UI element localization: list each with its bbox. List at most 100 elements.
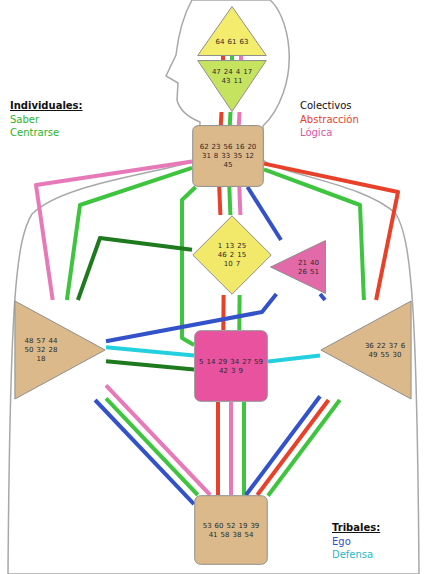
gate-number: 47 xyxy=(212,68,221,76)
gate-number: 51 xyxy=(310,268,319,276)
gate-number: 49 xyxy=(369,351,378,359)
channel-line xyxy=(268,356,320,362)
gate-number: 52 xyxy=(227,522,236,530)
gate-number: 42 xyxy=(219,367,228,375)
channel-line xyxy=(106,385,210,495)
gate-number: 58 xyxy=(221,531,230,539)
channel-line xyxy=(106,361,194,369)
center-outline xyxy=(320,300,412,400)
channel-line xyxy=(216,402,220,495)
throat-center: 622356162031833351245 xyxy=(192,125,264,187)
channel-line xyxy=(239,187,240,215)
gate-number: 7 xyxy=(236,260,240,268)
spleen-center: 485744 50322818 xyxy=(14,300,106,400)
channel-line xyxy=(229,187,230,215)
gate-number: 17 xyxy=(243,68,252,76)
gate-number: 25 xyxy=(237,242,246,250)
gate-number: 10 xyxy=(224,260,233,268)
gate-number: 57 xyxy=(37,337,46,345)
gate-number: 35 xyxy=(233,152,242,160)
gate-number: 41 xyxy=(209,531,218,539)
gate-group: 3622376495530 xyxy=(320,300,412,400)
gate-number: 31 xyxy=(202,152,211,160)
channel-line xyxy=(182,187,196,345)
gate-number: 8 xyxy=(214,152,218,160)
circuit-label: Centrarse xyxy=(8,127,61,139)
g-center: 11325 46215 107 xyxy=(192,215,272,295)
circuit-label: Lógica xyxy=(298,127,334,139)
gate-number: 50 xyxy=(25,346,34,354)
channel-line xyxy=(219,187,220,215)
gate-number: 3 xyxy=(231,367,235,375)
gate-number: 36 xyxy=(365,342,374,350)
group-heading: Individuales: xyxy=(8,100,85,112)
channel-line xyxy=(268,400,340,496)
gate-group: 485744 50322818 xyxy=(14,300,106,400)
gate-number: 56 xyxy=(224,143,233,151)
gate-number: 30 xyxy=(392,351,401,359)
gate-number: 39 xyxy=(250,522,259,530)
gate-number: 53 xyxy=(203,522,212,530)
channel-line xyxy=(36,161,192,300)
channel-line xyxy=(257,400,328,495)
gate-number: 60 xyxy=(215,522,224,530)
gate-group: 11325 46215 107 xyxy=(192,215,272,295)
gate-number: 59 xyxy=(254,358,263,366)
gate-number: 23 xyxy=(212,143,221,151)
gate-number: 1 xyxy=(218,242,222,250)
gate-number: 15 xyxy=(237,251,246,259)
gate-group: 646163 xyxy=(197,6,267,56)
channel-line xyxy=(248,187,282,240)
gate-number: 37 xyxy=(389,342,398,350)
gate-number: 61 xyxy=(228,38,237,46)
center-outline xyxy=(270,240,326,294)
channel-line xyxy=(106,347,194,355)
solar-plexus-center: 3622376495530 xyxy=(320,300,412,400)
gate-number: 55 xyxy=(381,351,390,359)
gate-number: 34 xyxy=(230,358,239,366)
gate-number: 27 xyxy=(242,358,251,366)
gate-number: 14 xyxy=(206,358,215,366)
channel-line xyxy=(67,168,192,300)
gate-number: 32 xyxy=(37,346,46,354)
channel-line xyxy=(237,112,242,125)
channel-line xyxy=(95,400,194,504)
channel-line xyxy=(246,396,320,495)
sacral-center: 514293427594239 xyxy=(194,330,268,402)
channel-line xyxy=(239,56,243,60)
gate-number: 38 xyxy=(233,531,242,539)
gate-number: 46 xyxy=(218,251,227,259)
gate-number: 9 xyxy=(238,367,242,375)
circuit-label: Defensa xyxy=(330,549,375,561)
heart-center: 21402651 xyxy=(270,240,326,294)
channel-line xyxy=(228,112,233,125)
gate-number: 26 xyxy=(298,268,307,276)
gate-number: 44 xyxy=(48,337,57,345)
gate-number: 28 xyxy=(48,346,57,354)
gate-number: 4 xyxy=(236,68,240,76)
channel-line xyxy=(230,56,234,60)
channel-line xyxy=(106,398,198,495)
group-heading: Tribales: xyxy=(330,522,382,534)
center-outline xyxy=(197,6,267,56)
channel-line xyxy=(221,295,225,330)
gate-number: 16 xyxy=(235,143,244,151)
circuit-label: Saber xyxy=(8,114,41,126)
channel-line xyxy=(237,295,241,330)
channel-line xyxy=(78,238,192,300)
gate-number: 48 xyxy=(25,337,34,345)
gate-number: 63 xyxy=(239,38,248,46)
channel-line xyxy=(320,294,325,300)
channel-line xyxy=(242,402,246,495)
gate-number: 13 xyxy=(225,242,234,250)
channel-line xyxy=(264,169,364,300)
circuit-label: Ego xyxy=(330,536,353,548)
gate-number: 22 xyxy=(377,342,386,350)
gate-number: 2 xyxy=(230,251,234,259)
gate-number: 64 xyxy=(216,38,225,46)
gate-number: 54 xyxy=(244,531,253,539)
gate-number: 18 xyxy=(37,355,46,363)
gate-number: 20 xyxy=(247,143,256,151)
